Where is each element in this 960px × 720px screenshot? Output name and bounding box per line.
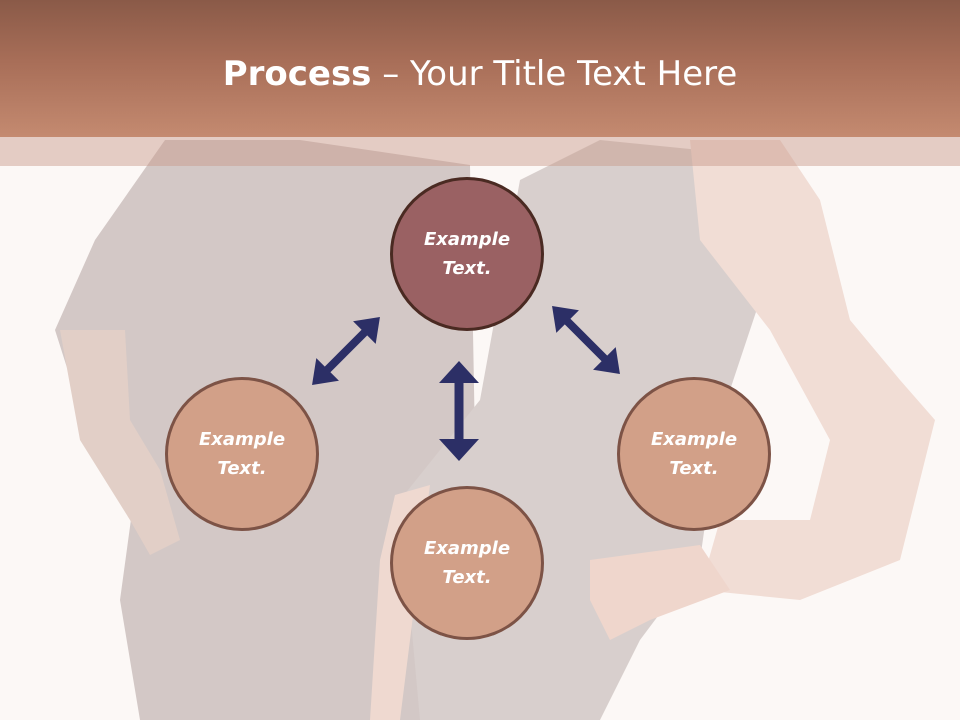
arrow-top-right bbox=[552, 306, 620, 374]
arrow-center-vertical bbox=[439, 361, 479, 461]
node-left: Example Text. bbox=[165, 377, 319, 531]
node-bottom: Example Text. bbox=[390, 486, 544, 640]
node-top-label: Example Text. bbox=[423, 229, 511, 279]
node-left-label: Example Text. bbox=[198, 429, 286, 479]
title-header bbox=[0, 0, 960, 137]
header-band bbox=[0, 137, 960, 166]
title-bold: Process bbox=[222, 54, 372, 94]
node-bottom-label: Example Text. bbox=[423, 538, 511, 588]
node-right-label: Example Text. bbox=[650, 429, 738, 479]
node-right: Example Text. bbox=[617, 377, 771, 531]
page-title: Process – Your Title Text Here bbox=[0, 52, 960, 96]
arrow-top-left bbox=[312, 317, 380, 385]
node-top: Example Text. bbox=[390, 177, 544, 331]
title-rest: – Your Title Text Here bbox=[371, 54, 738, 94]
